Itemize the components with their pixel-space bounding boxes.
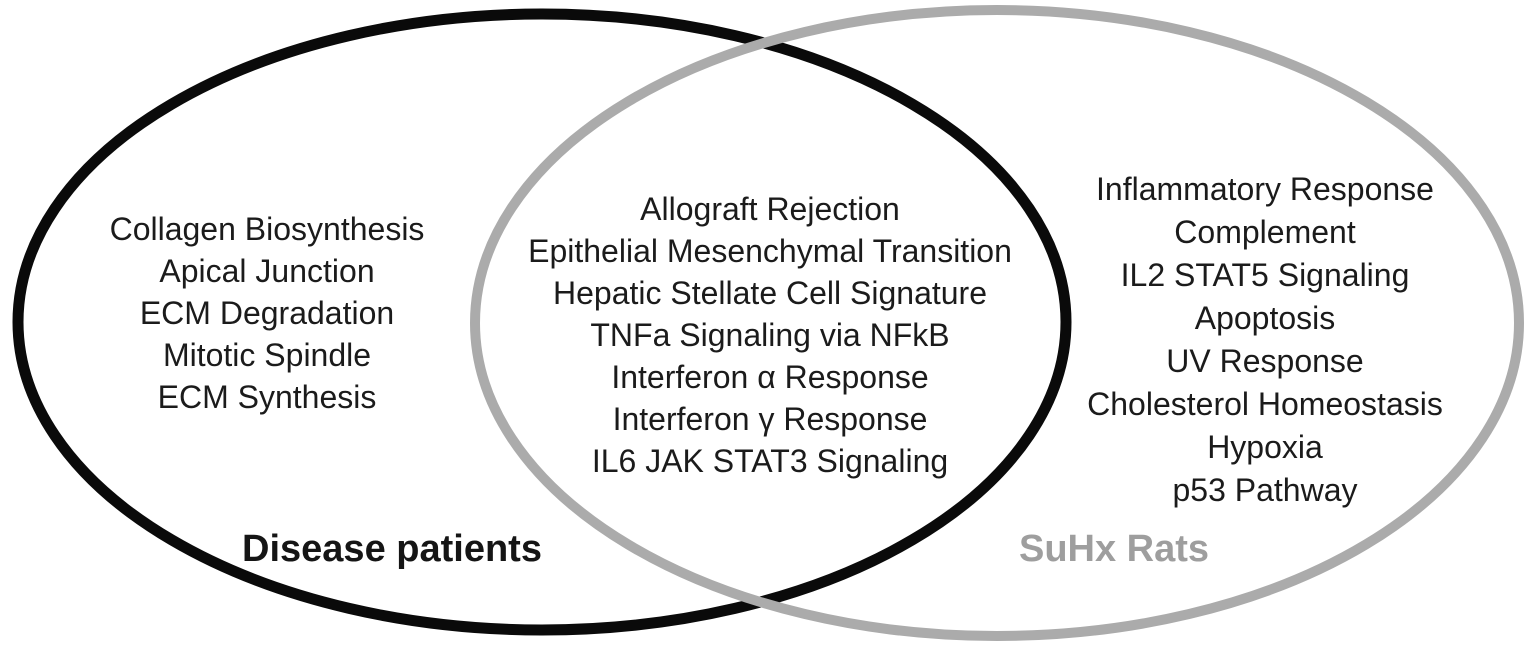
pathway-item: Epithelial Mesenchymal Transition [528,233,1012,269]
pathway-item: ECM Synthesis [157,379,377,415]
pathway-item: Hepatic Stellate Cell Signature [552,275,987,311]
pathway-item: Inflammatory Response [1096,171,1434,207]
disease-only-pathway-list: Collagen Biosynthesis Apical Junction EC… [57,208,477,418]
suhx-rats-label: SuHx Rats [1018,528,1210,570]
pathway-item: Apoptosis [1194,300,1336,336]
pathway-item: IL6 JAK STAT3 Signaling [591,443,949,479]
suhx-rats-ellipse [470,5,1524,641]
disease-patients-ellipse [12,8,1072,636]
pathway-item: TNFa Signaling via NFkB [590,317,950,353]
pathway-item: UV Response [1166,343,1364,379]
pathway-item: Mitotic Spindle [162,337,372,373]
shared-pathway-list: Allograft Rejection Epithelial Mesenchym… [490,188,1050,482]
pathway-item: Hypoxia [1207,429,1323,465]
pathway-item: Complement [1174,214,1356,250]
pathway-item: p53 Pathway [1172,472,1358,508]
disease-patients-label: Disease patients [242,528,542,570]
pathway-item: Apical Junction [159,253,375,289]
suhx-only-pathway-list: Inflammatory Response Complement IL2 STA… [1040,168,1490,512]
pathway-item: ECM Degradation [139,295,395,331]
pathway-item: Interferon γ Response [612,401,928,437]
pathway-item: Interferon α Response [611,359,929,395]
pathway-item: Cholesterol Homeostasis [1087,386,1443,422]
pathway-item: IL2 STAT5 Signaling [1120,257,1410,293]
pathway-item: Collagen Biosynthesis [109,211,425,247]
pathway-item: Allograft Rejection [640,191,900,227]
